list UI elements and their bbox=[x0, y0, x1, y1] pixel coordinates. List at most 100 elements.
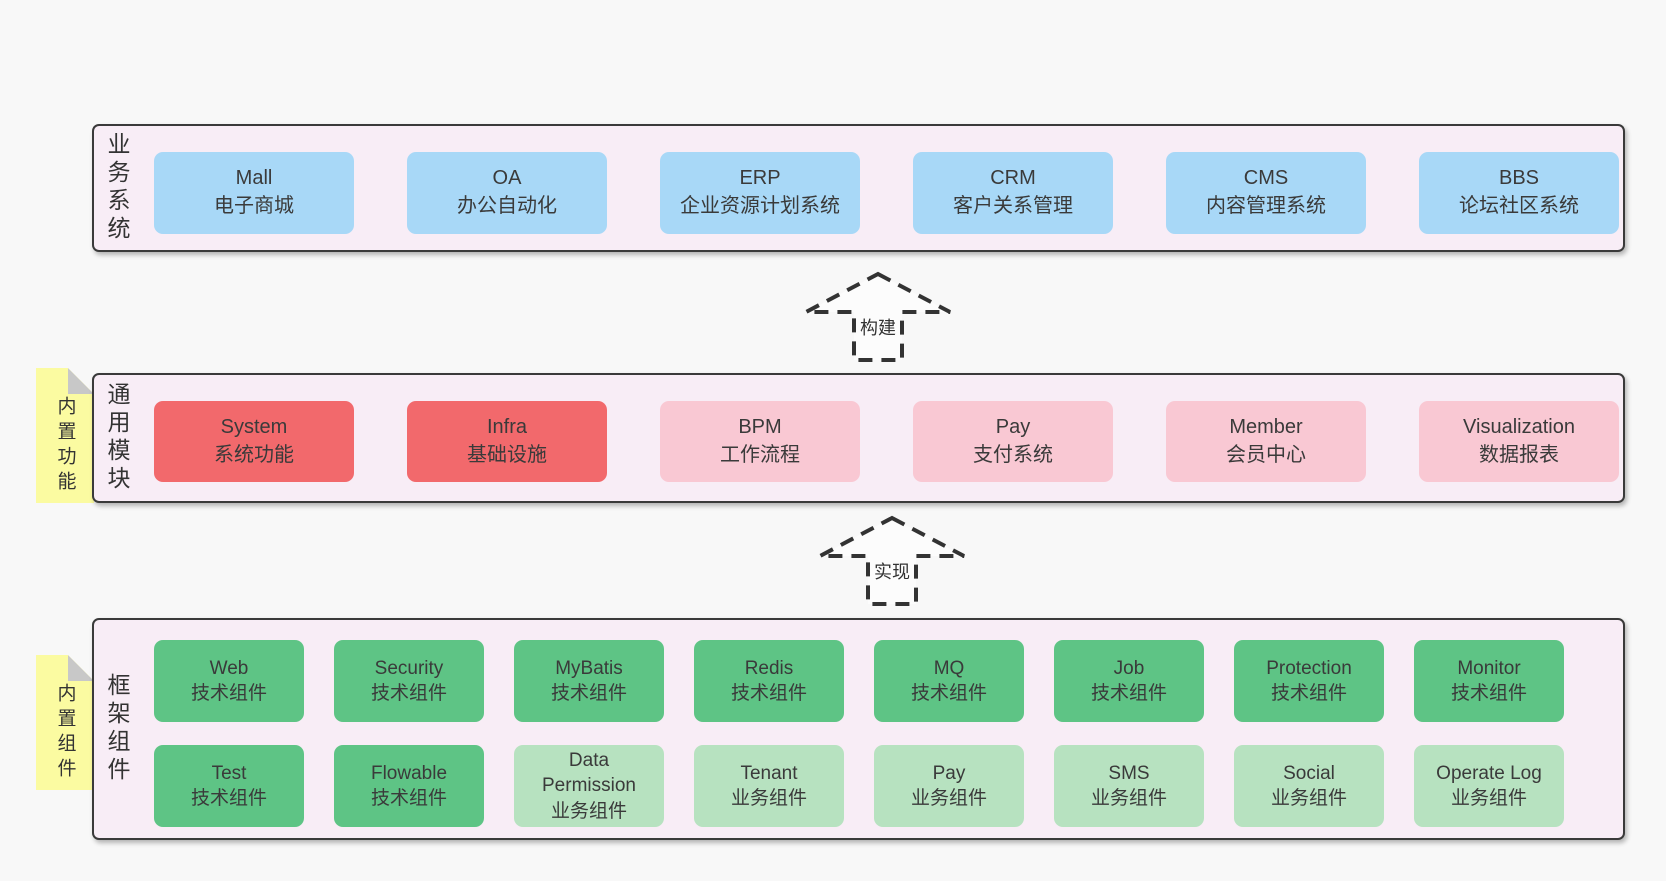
sticky-label: 内置功能 bbox=[54, 396, 76, 496]
box-desc: 客户关系管理 bbox=[953, 195, 1073, 217]
box-bbs: BBS 论坛社区系统 bbox=[1419, 152, 1619, 234]
box-social: Social 业务组件 bbox=[1234, 745, 1384, 827]
box-name: System bbox=[220, 415, 288, 438]
box-name: Pay bbox=[995, 415, 1031, 438]
arrow-label: 实现 bbox=[874, 562, 910, 582]
box-desc: 技术组件 bbox=[730, 683, 807, 704]
box-name: Visualization bbox=[1463, 415, 1575, 438]
box-name: Data Permission bbox=[542, 750, 636, 797]
box-name: Social bbox=[1283, 762, 1335, 784]
box-desc: 支付系统 bbox=[973, 443, 1053, 466]
box-name: MyBatis bbox=[555, 657, 623, 679]
box-name: Pay bbox=[932, 762, 966, 784]
box-tenant: Tenant 业务组件 bbox=[694, 745, 844, 827]
box-monitor: Monitor 技术组件 bbox=[1414, 640, 1564, 722]
folded-corner-icon bbox=[68, 655, 94, 681]
box-desc: 论坛社区系统 bbox=[1459, 195, 1579, 217]
box-oa: OA 办公自动化 bbox=[407, 152, 607, 234]
box-desc: 技术组件 bbox=[1450, 683, 1527, 704]
box-erp: ERP 企业资源计划系统 bbox=[660, 152, 860, 234]
box-name: Protection bbox=[1266, 657, 1352, 679]
box-desc: 技术组件 bbox=[1090, 683, 1167, 704]
box-name: BPM bbox=[738, 415, 782, 438]
sticky-note-common-modules: 内置功能 bbox=[36, 368, 94, 503]
box-desc: 技术组件 bbox=[910, 683, 987, 704]
box-name: Infra bbox=[486, 415, 528, 438]
box-name: Tenant bbox=[740, 762, 798, 784]
box-protection: Protection 技术组件 bbox=[1234, 640, 1384, 722]
sticky-label: 内置组件 bbox=[54, 683, 76, 783]
box-sms: SMS 业务组件 bbox=[1054, 745, 1204, 827]
box-name: Member bbox=[1229, 415, 1303, 438]
box-desc: 办公自动化 bbox=[457, 195, 557, 217]
box-name: Flowable bbox=[370, 762, 448, 784]
box-name: BBS bbox=[1498, 167, 1540, 190]
box-job: Job 技术组件 bbox=[1054, 640, 1204, 722]
box-desc: 技术组件 bbox=[370, 683, 447, 704]
box-operate-log: Operate Log 业务组件 bbox=[1414, 745, 1564, 827]
arrow-implement: 实现 bbox=[812, 512, 972, 612]
box-web: Web 技术组件 bbox=[154, 640, 304, 722]
box-redis: Redis 技术组件 bbox=[694, 640, 844, 722]
box-name: Web bbox=[209, 657, 249, 679]
box-cms: CMS 内容管理系统 bbox=[1166, 152, 1366, 234]
box-desc: 企业资源计划系统 bbox=[680, 195, 840, 217]
arrow-build: 构建 bbox=[798, 268, 958, 368]
box-desc: 会员中心 bbox=[1226, 443, 1306, 466]
box-flowable: Flowable 技术组件 bbox=[334, 745, 484, 827]
box-crm: CRM 客户关系管理 bbox=[913, 152, 1113, 234]
box-desc: 电子商城 bbox=[214, 195, 294, 217]
box-bpm: BPM 工作流程 bbox=[660, 401, 860, 482]
box-desc: 业务组件 bbox=[1090, 788, 1167, 809]
box-name: SMS bbox=[1108, 762, 1150, 784]
box-desc: 技术组件 bbox=[190, 683, 267, 704]
folded-corner-icon bbox=[68, 368, 94, 394]
box-data-permission: Data Permission 业务组件 bbox=[514, 745, 664, 827]
box-desc: 技术组件 bbox=[370, 788, 447, 809]
box-name: Redis bbox=[744, 657, 794, 679]
box-test: Test 技术组件 bbox=[154, 745, 304, 827]
box-desc: 业务组件 bbox=[730, 788, 807, 809]
box-mq: MQ 技术组件 bbox=[874, 640, 1024, 722]
sticky-note-framework-components: 内置组件 bbox=[36, 655, 94, 790]
box-desc: 业务组件 bbox=[1450, 788, 1527, 809]
band-label: 框架组件 bbox=[104, 673, 130, 785]
box-desc: 业务组件 bbox=[1270, 788, 1347, 809]
box-desc: 系统功能 bbox=[214, 443, 294, 466]
band-label: 通用模块 bbox=[104, 382, 130, 494]
box-desc: 工作流程 bbox=[720, 443, 800, 466]
box-desc: 业务组件 bbox=[910, 788, 987, 809]
up-arrow-icon bbox=[819, 515, 965, 606]
box-name: Test bbox=[211, 762, 247, 784]
box-security: Security 技术组件 bbox=[334, 640, 484, 722]
box-name: CRM bbox=[990, 167, 1036, 190]
box-mybatis: MyBatis 技术组件 bbox=[514, 640, 664, 722]
box-name: CMS bbox=[1243, 167, 1289, 190]
band-label: 业务系统 bbox=[104, 132, 130, 244]
band-framework-components: 框架组件 Web 技术组件 Security 技术组件 MyBatis 技术组件 Redis 技… bbox=[92, 618, 1625, 840]
box-pay: Pay 业务组件 bbox=[874, 745, 1024, 827]
box-name: Security bbox=[374, 657, 444, 679]
up-arrow-icon bbox=[805, 271, 951, 362]
arrow-label: 构建 bbox=[860, 318, 896, 338]
box-name: Monitor bbox=[1457, 657, 1521, 679]
box-desc: 内容管理系统 bbox=[1206, 195, 1326, 217]
box-desc: 技术组件 bbox=[1270, 683, 1347, 704]
box-desc: 数据报表 bbox=[1479, 443, 1559, 466]
box-pay: Pay 支付系统 bbox=[913, 401, 1113, 482]
box-desc: 技术组件 bbox=[190, 788, 267, 809]
box-name: Operate Log bbox=[1436, 762, 1542, 784]
box-desc: 技术组件 bbox=[550, 683, 627, 704]
box-desc: 业务组件 bbox=[550, 800, 627, 822]
box-name: MQ bbox=[933, 657, 965, 679]
box-name: Job bbox=[1113, 657, 1145, 679]
box-visualization: Visualization 数据报表 bbox=[1419, 401, 1619, 482]
box-name: ERP bbox=[739, 167, 781, 190]
box-member: Member 会员中心 bbox=[1166, 401, 1366, 482]
box-name: OA bbox=[492, 167, 522, 190]
